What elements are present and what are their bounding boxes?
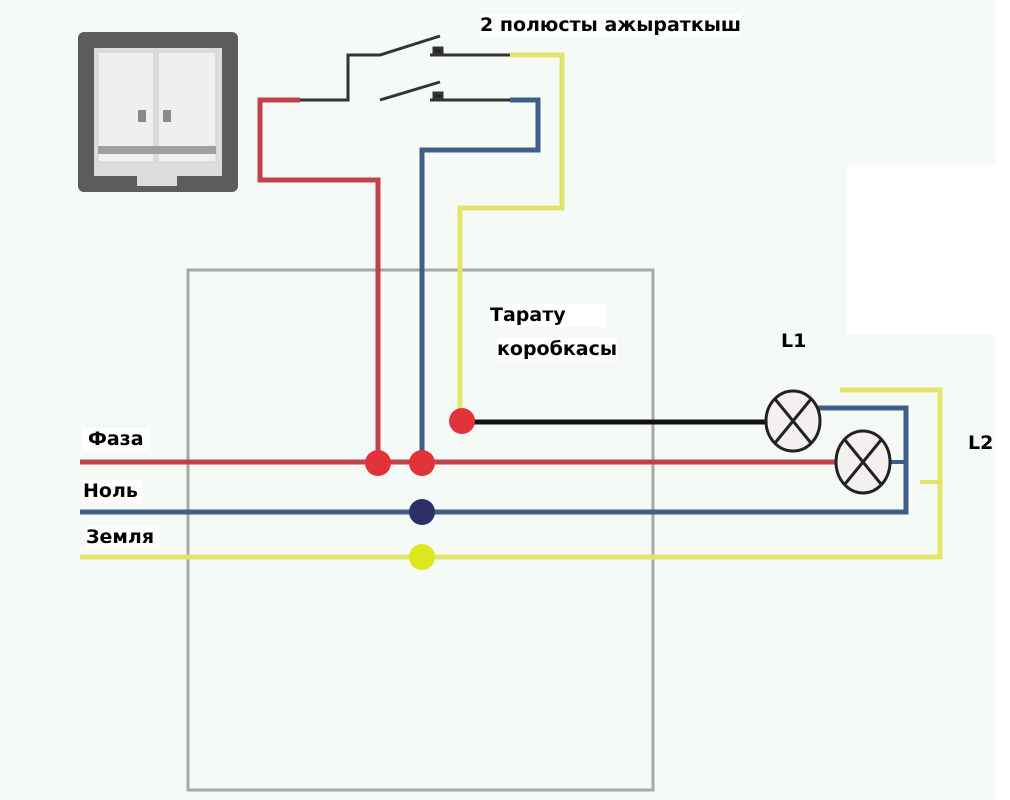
neutral-label: Ноль [83,480,142,503]
switch-out2-wire [419,97,541,462]
terminal-neutral [409,499,435,525]
lamp-l1-label: L1 [781,330,807,352]
junction-box-label-2: коробкасы [497,338,618,361]
switch-title: 2 полюсты ажыраткыш [480,14,742,37]
lamp-l1-icon [764,389,822,453]
phase-label: Фаза [82,428,150,451]
double-switch-image [78,32,238,192]
junction-box-label-1: Тарату [490,304,606,327]
terminal-phase-in [365,450,391,476]
ground-line [80,387,943,560]
switch-out1-wire [457,52,565,420]
lamp-l2-label: L2 [968,432,994,454]
phase-wire-to-switch [257,97,381,462]
terminal-ground [409,544,435,570]
ground-label: Земля [86,526,161,549]
terminal-phase-out [409,450,435,476]
lamp-l2-icon [834,429,892,495]
white-patch [847,165,997,335]
switch-schematic [300,34,510,102]
terminal-switched [449,408,475,434]
